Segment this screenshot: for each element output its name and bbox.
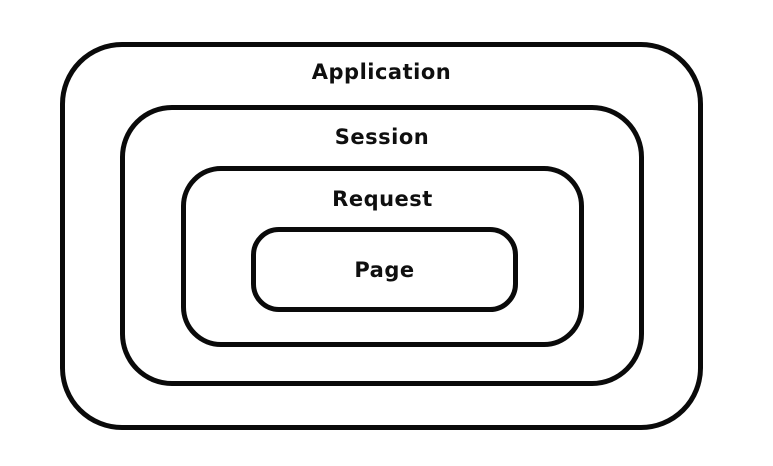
page-scope-box: Page — [251, 227, 518, 312]
application-scope-box: Application — [60, 42, 703, 430]
request-scope-label: Request — [332, 187, 433, 211]
application-scope-label: Application — [311, 60, 452, 84]
request-scope-box: Request — [181, 166, 584, 347]
session-scope-box: Session — [120, 105, 644, 386]
session-scope-label: Session — [334, 125, 430, 149]
page-scope-label: Page — [354, 257, 415, 282]
